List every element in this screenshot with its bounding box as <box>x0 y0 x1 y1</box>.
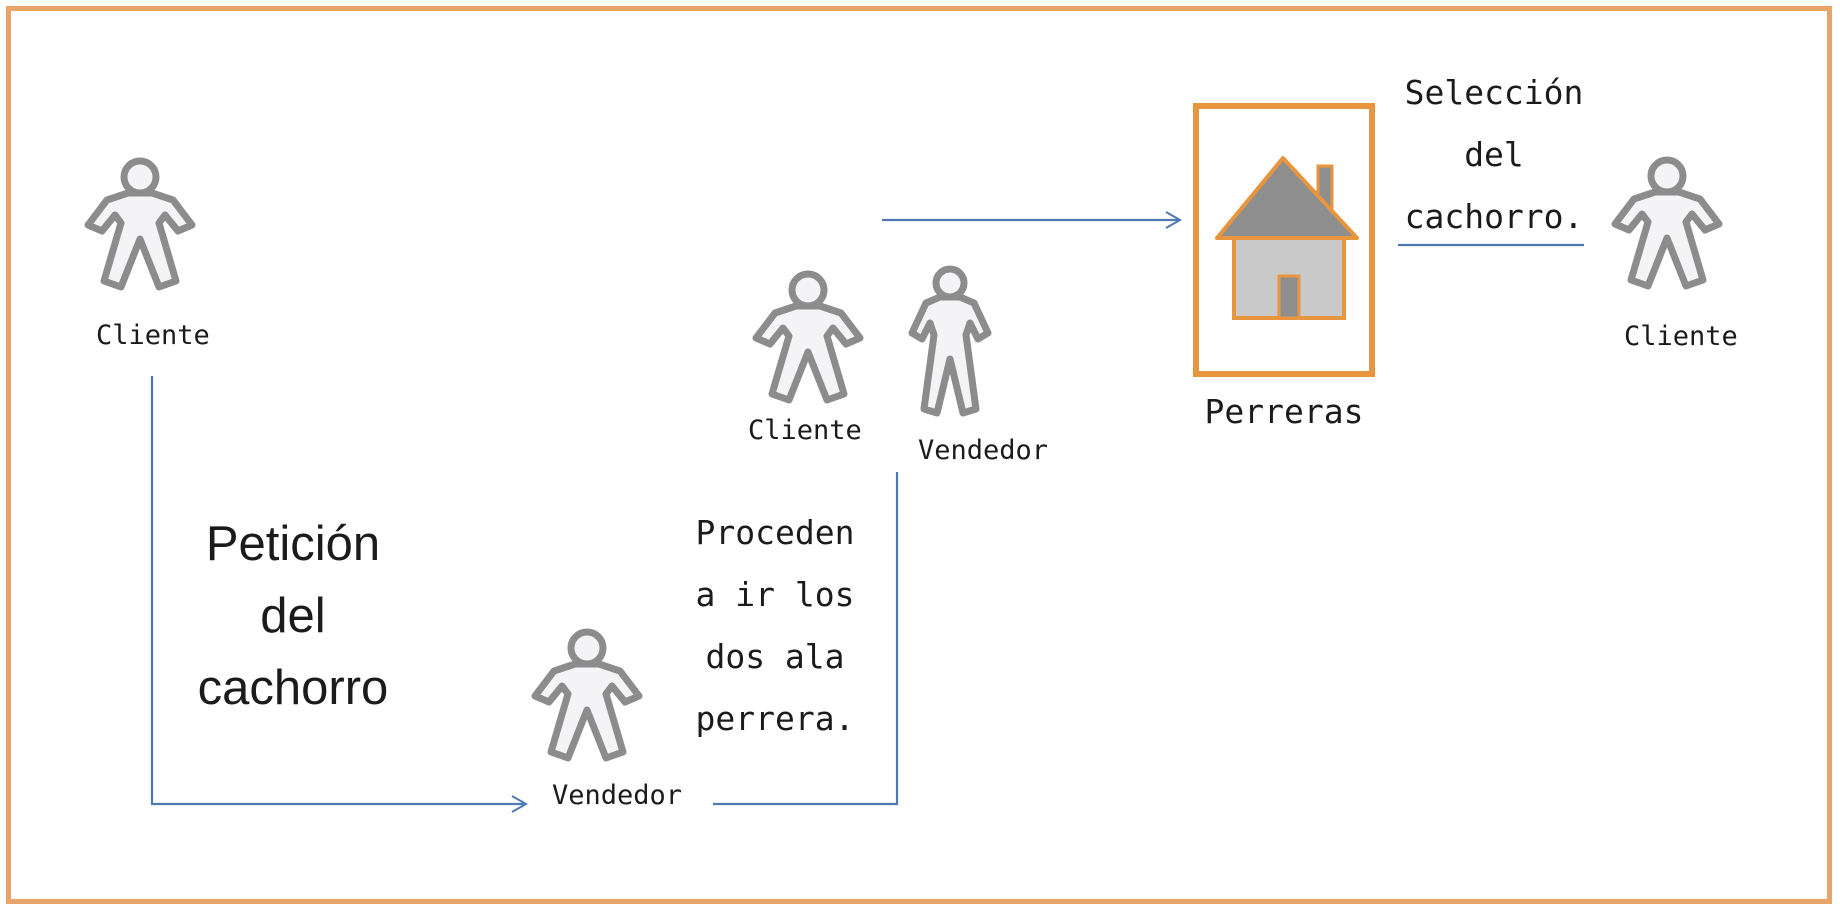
actor-label-cliente: Cliente <box>96 320 210 351</box>
person-icon <box>912 269 988 413</box>
person-icon <box>1615 160 1719 286</box>
step-label-peticion: Petición del cachorro <box>197 517 389 715</box>
house-label: Perreras <box>1204 392 1364 431</box>
actor-label-cliente: Cliente <box>748 415 862 446</box>
connector-vendedor-up <box>713 472 899 806</box>
house-icon <box>1215 156 1359 320</box>
diagram-frame <box>6 6 1832 904</box>
actor-label-cliente: Cliente <box>1624 321 1738 352</box>
person-icon <box>535 632 639 758</box>
actor-label-vendedor: Vendedor <box>552 780 683 811</box>
person-icon <box>756 274 860 400</box>
arrow-cliente-to-vendedor <box>150 376 529 813</box>
actor-label-vendedor: Vendedor <box>918 435 1049 466</box>
person-icon <box>88 161 192 287</box>
step-label-proceden: Proceden a ir los dos ala perrera. <box>695 513 855 738</box>
step-label-seleccion: Selección del cachorro. <box>1404 73 1584 236</box>
